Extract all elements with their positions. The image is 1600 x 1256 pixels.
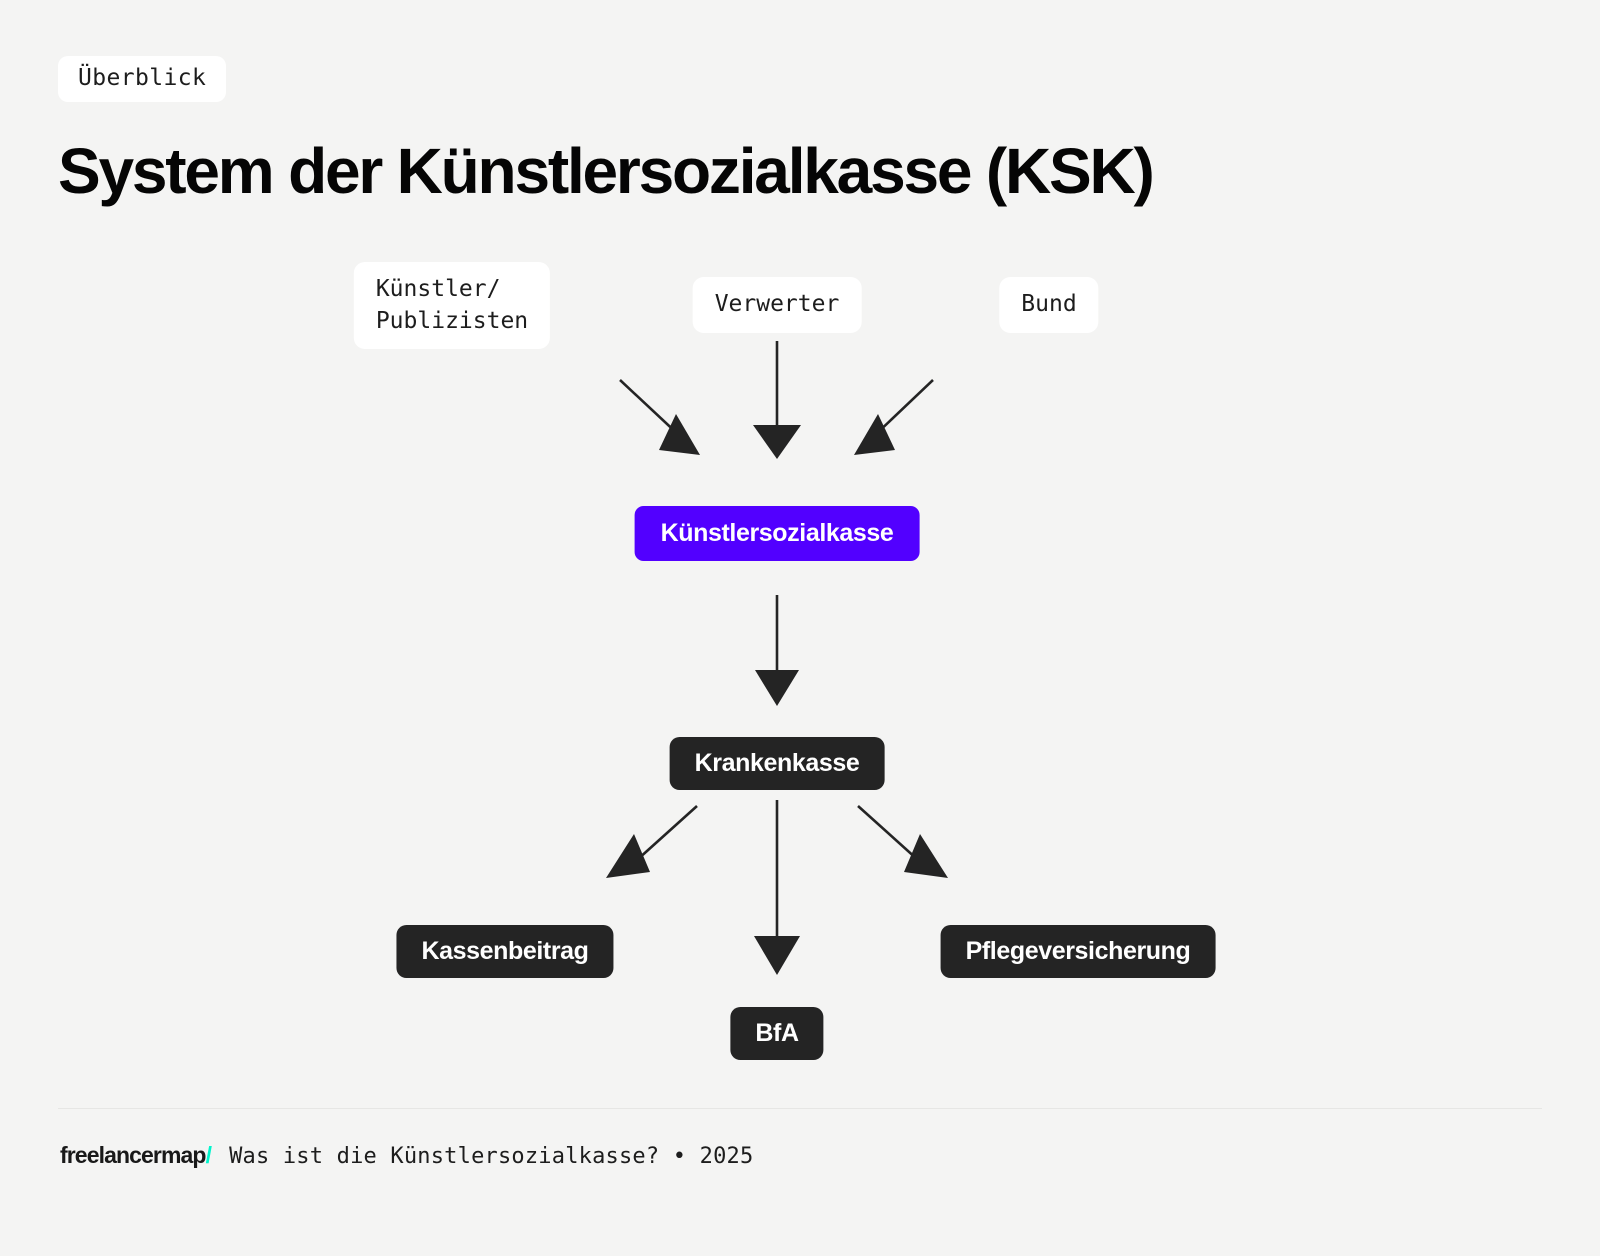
arrow-krankenkasse-to-pflegeversicherung <box>857 805 948 878</box>
brand-name: freelancermap <box>60 1142 206 1168</box>
node-kuenstlersozialkasse[interactable]: Künstlersozialkasse <box>634 506 920 561</box>
overview-badge: Überblick <box>58 56 227 102</box>
footer-divider <box>58 1108 1542 1109</box>
footer-caption: Was ist die Künstlersozialkasse? • 2025 <box>229 1144 754 1169</box>
node-bfa[interactable]: BfA <box>730 1007 824 1060</box>
brand-slash-icon: / <box>205 1142 212 1168</box>
arrow-krankenkasse-to-kassenbeitrag <box>606 805 698 878</box>
node-kuenstler-publizisten[interactable]: Künstler/ Publizisten <box>353 262 551 350</box>
arrow-krankenkasse-to-bfa <box>754 800 800 975</box>
node-kassenbeitrag[interactable]: Kassenbeitrag <box>396 925 614 978</box>
page-footer: freelancermap/ Was ist die Künstlersozia… <box>60 1142 753 1169</box>
node-krankenkasse[interactable]: Krankenkasse <box>669 737 885 790</box>
page-title: System der Künstlersozialkasse (KSK) <box>58 135 1155 207</box>
arrow-kuenstler-to-ksk <box>619 379 700 455</box>
page-header: Überblick System der Künstlersozialkasse… <box>58 56 1538 205</box>
arrow-ksk-to-krankenkasse <box>755 595 799 706</box>
node-verwerter[interactable]: Verwerter <box>692 277 862 333</box>
arrow-verwerter-to-ksk <box>753 341 801 459</box>
node-pflegeversicherung[interactable]: Pflegeversicherung <box>940 925 1216 978</box>
node-bund[interactable]: Bund <box>999 277 1099 333</box>
arrow-bund-to-ksk <box>854 379 934 455</box>
